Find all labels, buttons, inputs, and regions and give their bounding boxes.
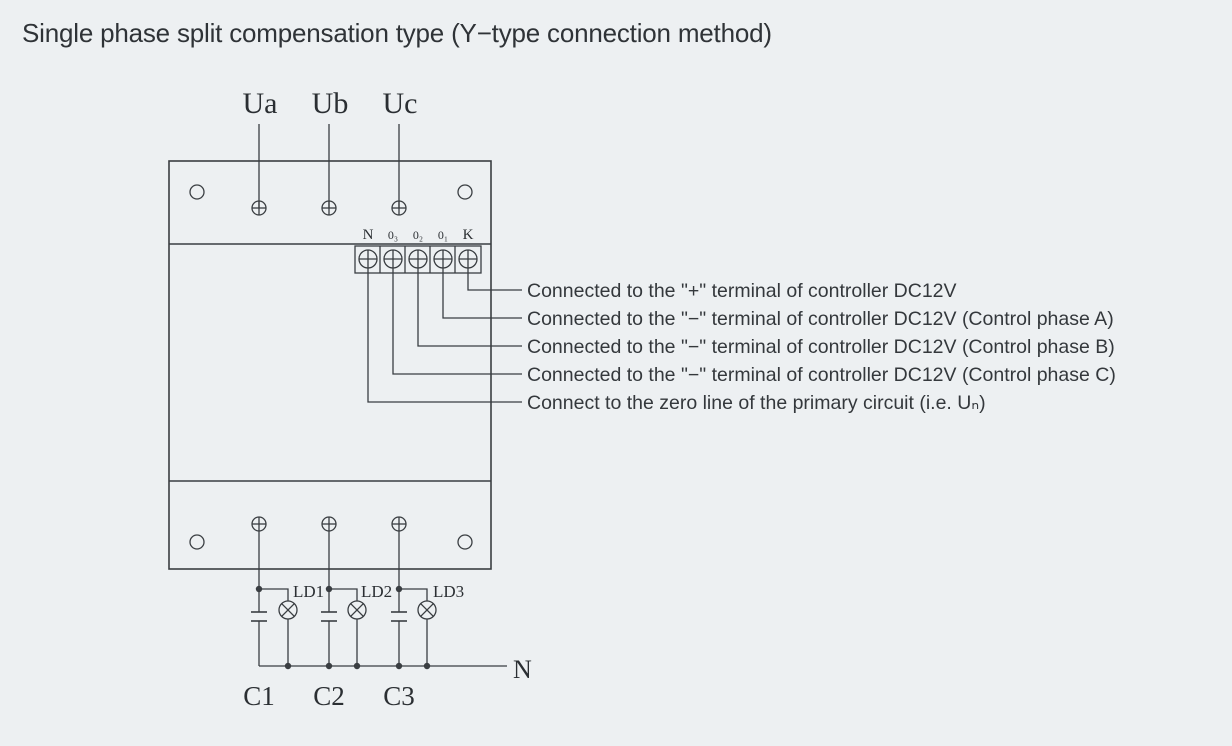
terminal-screw-icon [251, 516, 267, 532]
mounting-hole-icon [457, 534, 473, 550]
mounting-hole-icon [189, 534, 205, 550]
connection-text-02: Connected to the "−" terminal of control… [527, 336, 1115, 358]
mounting-hole-icon [457, 184, 473, 200]
page-title: Single phase split compensation type (Y−… [22, 18, 772, 48]
terminal-screw-icon [321, 516, 337, 532]
connection-text-03: Connected to the "−" terminal of control… [527, 364, 1116, 386]
neutral-label: N [513, 655, 532, 684]
lamp-icon [278, 600, 298, 620]
connection-text-n: Connect to the zero line of the primary … [527, 392, 986, 414]
capacitor-icon [391, 611, 407, 622]
wire-k [467, 268, 522, 291]
lamp-icon [347, 600, 367, 620]
branch-1 [251, 531, 298, 670]
device-body [168, 160, 492, 570]
lamp-label-ld3: LD3 [433, 582, 464, 601]
input-label-uc: Uc [383, 87, 418, 120]
capacitor-label-c2: C2 [313, 681, 345, 711]
input-label-ub: Ub [312, 87, 349, 120]
input-label-ua: Ua [243, 87, 278, 120]
terminal-screw-icon [433, 249, 453, 269]
wire-02 [417, 268, 522, 347]
branch-3 [391, 531, 437, 670]
terminal-label-03: 0₃ [388, 228, 398, 242]
capacitor-label-c1: C1 [243, 681, 275, 711]
lamp-label-ld1: LD1 [293, 582, 324, 601]
terminal-label-k: K [463, 227, 474, 243]
capacitor-icon [321, 611, 337, 622]
branch-2 [321, 531, 367, 670]
connection-text-01: Connected to the "−" terminal of control… [527, 308, 1114, 330]
terminal-label-01: 0₁ [438, 228, 448, 242]
terminal-screw-icon [391, 200, 407, 216]
lamp-label-ld2: LD2 [361, 582, 392, 601]
wire-01 [442, 268, 522, 319]
terminal-screw-icon [408, 249, 428, 269]
capacitor-label-c3: C3 [383, 681, 415, 711]
terminal-label-02: 0₂ [413, 228, 423, 242]
terminal-label-n: N [363, 227, 374, 243]
terminal-screw-icon [358, 249, 378, 269]
connection-text-k: Connected to the "+" terminal of control… [527, 280, 957, 302]
mounting-hole-icon [189, 184, 205, 200]
wire-03 [392, 268, 522, 375]
terminal-screw-icon [458, 249, 478, 269]
wire-n [367, 268, 522, 403]
device-outline [168, 160, 492, 570]
capacitor-icon [251, 611, 267, 622]
lamp-icon [417, 600, 437, 620]
terminal-screw-icon [383, 249, 403, 269]
terminal-screw-icon [391, 516, 407, 532]
input-wires [251, 124, 407, 216]
control-wires [367, 268, 522, 403]
terminal-screw-icon [251, 200, 267, 216]
terminal-screw-icon [321, 200, 337, 216]
output-terminals [251, 516, 407, 532]
control-terminal-block: N 0₃ 0₂ 0₁ K [354, 227, 482, 274]
